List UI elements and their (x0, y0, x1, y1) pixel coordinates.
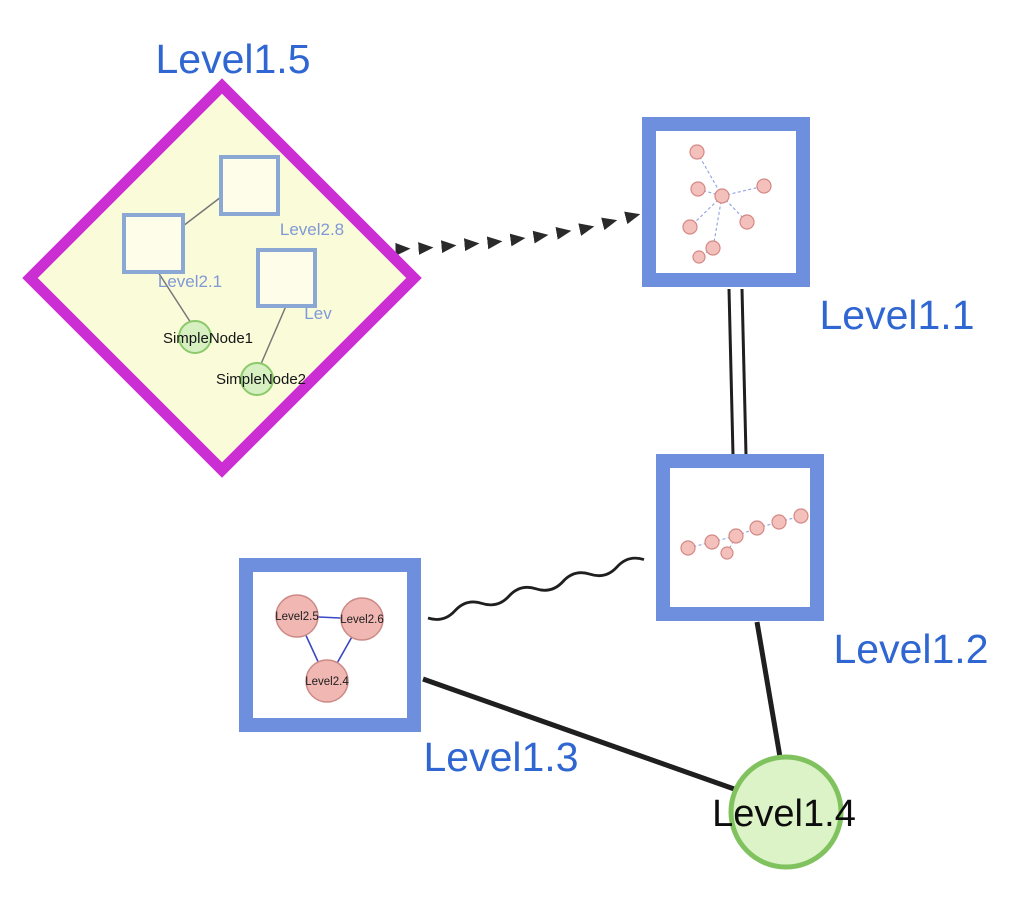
label-level2-8: Level2.8 (280, 220, 344, 239)
level1-1-subgraph (682, 144, 772, 264)
node-lev[interactable] (256, 248, 317, 308)
node-level2-6[interactable] (340, 597, 384, 641)
level1-2-subnode[interactable] (704, 534, 720, 550)
level1-2-subgraph (680, 508, 809, 560)
level1-2-subnode[interactable] (771, 514, 787, 530)
label-level2-5: Level2.5 (275, 611, 318, 623)
node-level2-8[interactable] (219, 155, 280, 216)
circle-shape-level1-4[interactable] (728, 754, 844, 870)
double-edge-line-2[interactable] (740, 288, 748, 456)
chevron-chain-edge[interactable] (395, 211, 641, 256)
node-level2-5[interactable] (275, 594, 319, 638)
edge-level2-1-to-simplenode1[interactable] (157, 271, 192, 324)
square-shape-level1-1[interactable] (642, 117, 810, 287)
edge-level1-1-to-level1-2[interactable] (727, 288, 748, 456)
level1-2-subnode[interactable] (720, 546, 734, 560)
level1-1-subnode[interactable] (692, 250, 706, 264)
label-level1-5: Level1.5 (155, 36, 310, 82)
edge-level2-1-to-level2-8[interactable] (182, 196, 222, 227)
level1-1-subnode[interactable] (705, 240, 721, 256)
edge-level1-3-to-level1-4[interactable] (422, 676, 738, 793)
edge-lev-to-simplenode2[interactable] (260, 305, 287, 365)
level1-2-subnode[interactable] (793, 508, 809, 524)
level1-2-subnode[interactable] (728, 528, 744, 544)
label-level2-6: Level2.6 (340, 614, 383, 626)
label-level1-2: Level1.2 (833, 626, 988, 672)
label-level1-1: Level1.1 (819, 292, 974, 338)
edge-level1-3-to-level1-2-wavy[interactable] (427, 556, 645, 621)
level1-2-subnode[interactable] (680, 540, 696, 556)
double-edge-line-1[interactable] (727, 288, 735, 456)
edge-level1-5-to-level1-1[interactable] (395, 211, 641, 256)
level1-2-subnode[interactable] (749, 520, 765, 536)
diamond-shape-level1-5[interactable] (22, 78, 422, 478)
group-node-level1-5[interactable]: Level2.8 Level2.1 Lev SimpleNode1 Simple… (22, 78, 422, 478)
node-simplenode2[interactable] (240, 362, 274, 396)
label-simplenode2: SimpleNode2 (216, 371, 306, 388)
level1-1-subnode[interactable] (689, 144, 705, 160)
node-level2-1[interactable] (122, 213, 185, 274)
level1-1-subnode[interactable] (714, 188, 730, 204)
label-level1-3: Level1.3 (423, 734, 578, 780)
node-level1-1[interactable] (642, 117, 810, 287)
label-level2-1: Level2.1 (158, 272, 222, 291)
node-level1-3[interactable]: Level2.5 Level2.6 Level2.4 (239, 558, 421, 732)
label-lev: Lev (304, 304, 332, 323)
level1-3-subgraph: Level2.5 Level2.6 Level2.4 (275, 594, 384, 703)
label-simplenode1: SimpleNode1 (163, 330, 253, 347)
level1-1-subnode[interactable] (682, 219, 698, 235)
label-level1-4: Level1.4 (712, 793, 856, 835)
node-level1-4[interactable]: Level1.4 (712, 754, 856, 870)
node-level2-4[interactable] (305, 659, 349, 703)
level1-1-subnode[interactable] (739, 214, 755, 230)
node-level1-2[interactable] (656, 454, 824, 621)
level1-1-subnode[interactable] (690, 181, 706, 197)
label-level2-4: Level2.4 (305, 676, 349, 688)
level1-1-subnode[interactable] (756, 178, 772, 194)
edge-level1-2-to-level1-4[interactable] (754, 621, 783, 758)
node-simplenode1[interactable] (178, 320, 212, 354)
